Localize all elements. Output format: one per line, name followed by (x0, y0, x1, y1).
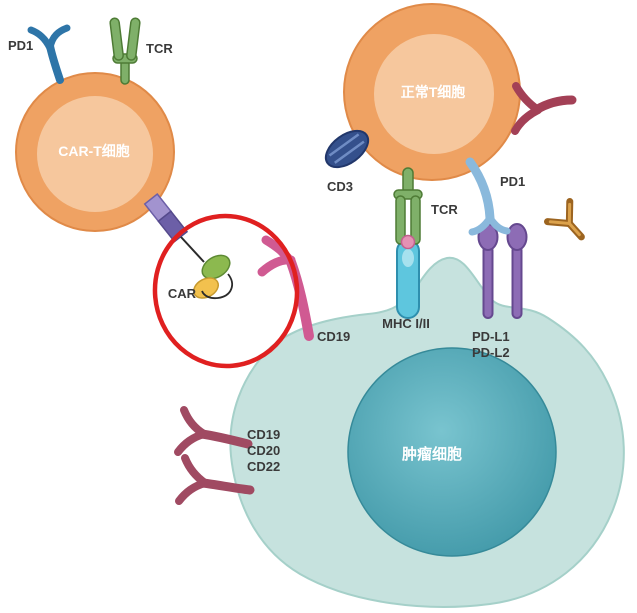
cd3-molecule (324, 129, 370, 169)
tcr-receptor-cart (109, 17, 141, 85)
receptor-stem (465, 157, 495, 223)
pdl2-ligand (506, 223, 528, 319)
tcr-prong (126, 17, 141, 61)
label-pd1-cart: PD1 (8, 38, 33, 53)
car-scfv-green (201, 254, 231, 280)
pd1-receptor-cart (27, 24, 71, 84)
ligand-head (506, 223, 528, 251)
label-cart-cell: CAR-T细胞 (58, 143, 130, 159)
cd19-cd20-cd22-receptor-upper (174, 406, 253, 456)
normal-t-cell-inner (374, 34, 494, 154)
car-hinge-loop (201, 273, 233, 300)
label-cd3: CD3 (327, 179, 353, 194)
receptor-claw-arm (511, 106, 542, 135)
label-cd22: CD22 (247, 459, 280, 474)
label-normal-t-cell: 正常T细胞 (401, 84, 466, 100)
antibody-arm-inner (567, 202, 572, 225)
cd3-stripe (334, 140, 365, 164)
car-highlight-ring (152, 213, 300, 369)
normal-t-cell (343, 3, 521, 181)
label-pdl1: PD-L1 (472, 329, 510, 344)
label-pd1-t: PD1 (500, 174, 525, 189)
cd3-body (324, 129, 370, 169)
tcr-receptor-t (393, 167, 423, 245)
mhc-groove (402, 249, 414, 267)
antibody-tail-inner (567, 221, 581, 237)
tcr-prong (109, 17, 124, 61)
label-car: CAR (168, 286, 197, 301)
labels: PD1 TCR CAR-T细胞 CAR 正常T细胞 CD3 TCR PD1 CD… (8, 38, 525, 474)
car-scfv-yellow (193, 277, 219, 299)
cart-cell (15, 72, 175, 232)
peptide-antigen (400, 234, 416, 250)
cd19-cd20-cd22-receptor-lower (175, 454, 255, 505)
label-tumor-cell: 肿瘤细胞 (402, 445, 462, 463)
cd3-stripe (328, 133, 360, 157)
pd1-receptor-t (465, 157, 511, 236)
label-tcr-t: TCR (431, 202, 458, 217)
receptor-claw-arm (174, 430, 208, 456)
receptor-claw-arm (257, 255, 296, 277)
car-linker (180, 236, 205, 263)
label-mhc: MHC I/II (382, 316, 430, 331)
tcr-prong (410, 195, 421, 245)
receptor-claw-arm (180, 406, 208, 438)
label-cd19-upper: CD19 (317, 329, 350, 344)
tcr-prong (395, 195, 406, 245)
tumor-nucleus (347, 347, 557, 557)
inhibitory-receptor (511, 82, 577, 135)
receptor-claw-arm (486, 214, 511, 235)
receptor-claw-arm (46, 24, 71, 52)
tumor-cell (229, 256, 625, 608)
antibody-arm-inner (548, 220, 571, 225)
receptor-claw-arm (175, 479, 209, 505)
label-pdl2: PD-L2 (472, 345, 510, 360)
label-cd20: CD20 (247, 443, 280, 458)
mhc-molecule (396, 239, 420, 319)
label-cd19: CD19 (247, 427, 280, 442)
ligand-stem (511, 245, 523, 319)
label-tcr-cart: TCR (146, 41, 173, 56)
receptor-claw-arm (181, 454, 209, 487)
cart-cell-inner (37, 96, 153, 212)
antibody-icon (543, 198, 585, 241)
ligand-stem (482, 245, 494, 319)
